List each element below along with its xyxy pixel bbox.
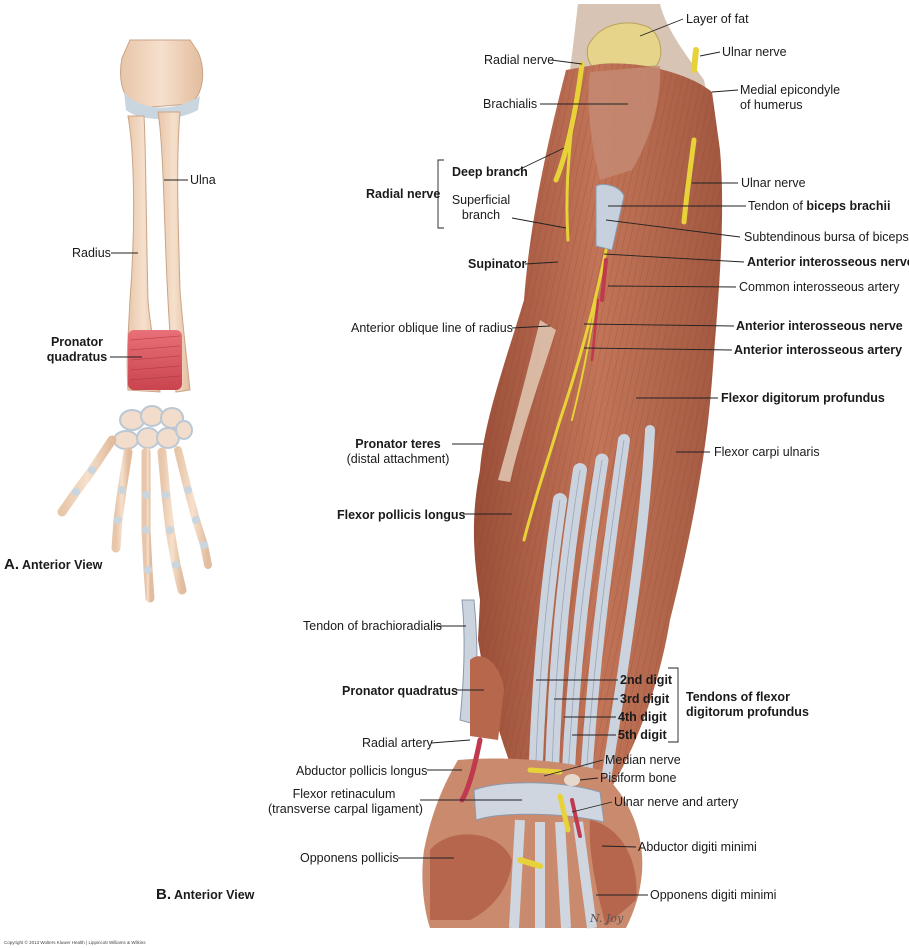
view-letter-b: B. xyxy=(156,886,171,903)
leader-lines xyxy=(110,18,746,896)
forearm-dissection xyxy=(422,4,723,929)
radius-bone xyxy=(126,115,161,393)
brachialis-muscle xyxy=(588,66,661,180)
humerus-distal-end xyxy=(120,39,204,109)
label-anterior-interosseous-nerve-1: Anterior interosseous nerve xyxy=(747,255,909,269)
label-flexor-pollicis-longus: Flexor pollicis longus xyxy=(337,508,466,522)
label-pronator-quadratus-a: Pronator quadratus xyxy=(44,335,110,365)
label-ulnar-nerve-mid: Ulnar nerve xyxy=(741,176,806,190)
elbow-cartilage xyxy=(124,92,200,119)
pronator-quadratus-b xyxy=(470,656,504,740)
label-tendon-biceps-bold: biceps brachii xyxy=(806,199,891,213)
pisiform-bone-shape xyxy=(564,774,580,786)
nerves xyxy=(517,47,699,869)
forearm-skeleton xyxy=(57,39,212,603)
label-deep-branch: Deep branch xyxy=(452,165,528,179)
radius-anterior-surface xyxy=(498,320,556,482)
label-pronator-teres: Pronator teres (distal attachment) xyxy=(344,437,452,467)
label-subtendinous-bursa: Subtendinous bursa of biceps xyxy=(744,230,909,244)
label-brachialis: Brachialis xyxy=(483,97,538,111)
label-digit-3: 3rd digit xyxy=(620,692,670,706)
label-tendons-fdp-line1: Tendons of flexor xyxy=(686,690,790,704)
label-opponens-pollicis: Opponens pollicis xyxy=(300,851,399,865)
label-superficial-branch-line2: branch xyxy=(461,208,501,222)
ulna-bone xyxy=(157,111,191,393)
label-flexor-retinaculum: Flexor retinaculum (transverse carpal li… xyxy=(268,787,423,817)
view-caption-a: A. Anterior View xyxy=(4,556,102,573)
label-flexor-retinaculum-line2: (transverse carpal ligament) xyxy=(268,802,423,816)
label-anterior-interosseous-artery: Anterior interosseous artery xyxy=(734,343,903,357)
label-ulnar-nerve-and-artery: Ulnar nerve and artery xyxy=(614,795,739,809)
label-abductor-pollicis-longus: Abductor pollicis longus xyxy=(296,764,428,778)
label-supinator: Supinator xyxy=(468,257,527,271)
label-ulnar-nerve-top: Ulnar nerve xyxy=(722,45,787,59)
label-pronator-quadratus-a-line2: quadratus xyxy=(46,350,108,364)
label-superficial-branch-line1: Superficial xyxy=(451,193,511,207)
label-anterior-interosseous-nerve-2: Anterior interosseous nerve xyxy=(736,319,903,333)
label-anterior-oblique-line: Anterior oblique line of radius xyxy=(351,321,513,335)
label-medial-epicondyle: Medial epicondyle of humerus xyxy=(740,83,840,113)
palmar-tendons xyxy=(509,819,597,929)
label-medial-epicondyle-line1: Medial epicondyle xyxy=(740,83,841,97)
label-tendon-biceps-brachii: Tendon of biceps brachii xyxy=(748,199,890,214)
label-flexor-retinaculum-line1: Flexor retinaculum xyxy=(292,787,396,801)
label-layer-of-fat: Layer of fat xyxy=(686,12,749,26)
label-tendon-brachioradialis: Tendon of brachioradialis xyxy=(303,619,442,633)
pronator-quadratus-muscle xyxy=(128,330,182,390)
label-medial-epicondyle-line2: of humerus xyxy=(740,98,803,112)
label-abductor-digiti-minimi: Abductor digiti minimi xyxy=(638,840,757,854)
label-radial-nerve-group: Radial nerve xyxy=(366,187,441,201)
label-tendon-biceps-prefix: Tendon of xyxy=(748,199,807,213)
label-digit-4: 4th digit xyxy=(618,710,667,724)
label-opponens-digiti-minimi: Opponens digiti minimi xyxy=(650,888,777,902)
label-digit-5: 5th digit xyxy=(618,728,667,742)
label-radial-nerve-top: Radial nerve xyxy=(484,53,555,67)
view-text-b: Anterior View xyxy=(174,888,255,902)
label-digit-2: 2nd digit xyxy=(620,673,673,687)
label-tendons-fdp: Tendons of flexor digitorum profundus xyxy=(686,690,809,720)
label-tendons-fdp-line2: digitorum profundus xyxy=(686,705,809,719)
label-flexor-carpi-ulnaris: Flexor carpi ulnaris xyxy=(714,445,820,459)
label-common-interosseous-artery: Common interosseous artery xyxy=(739,280,900,294)
label-flexor-digitorum-profundus: Flexor digitorum profundus xyxy=(721,391,885,405)
label-radius: Radius xyxy=(72,246,111,260)
view-letter-a: A. xyxy=(4,556,19,573)
label-ulna: Ulna xyxy=(190,173,216,187)
view-text-a: Anterior View xyxy=(22,558,103,572)
thenar-muscles xyxy=(430,834,512,920)
arteries xyxy=(459,258,608,838)
flexor-retinaculum xyxy=(473,782,605,823)
label-pisiform-bone: Pisiform bone xyxy=(600,771,677,785)
biceps-tendon xyxy=(595,183,625,251)
view-caption-b: B. Anterior View xyxy=(156,886,254,903)
label-radial-artery: Radial artery xyxy=(362,736,433,750)
label-superficial-branch: Superficial branch xyxy=(448,193,514,223)
label-median-nerve: Median nerve xyxy=(605,753,681,767)
label-pronator-quadratus-a-line1: Pronator xyxy=(50,335,104,349)
artist-signature: N. Joy xyxy=(590,912,624,925)
label-pronator-teres-line2: (distal attachment) xyxy=(346,452,450,466)
label-pronator-teres-line1: Pronator teres xyxy=(355,437,441,451)
copyright-notice: Copyright © 2013 Wolters Kluwer Health |… xyxy=(4,940,146,945)
label-pronator-quadratus-b: Pronator quadratus xyxy=(342,684,458,698)
